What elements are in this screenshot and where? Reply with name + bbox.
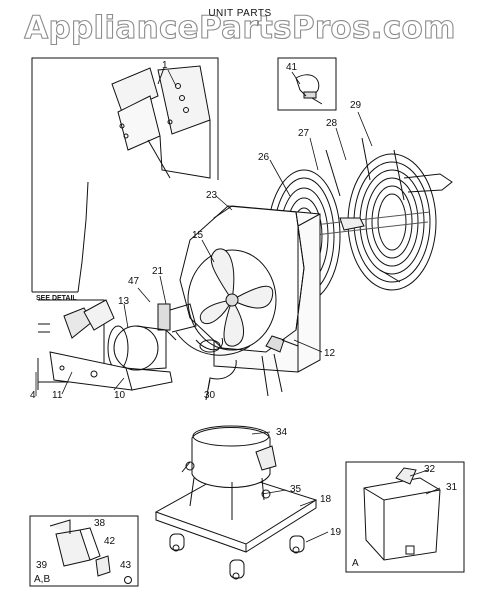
harness-inset xyxy=(277,57,337,111)
callout-18: 18 xyxy=(320,494,332,505)
callout-43: 43 xyxy=(120,560,132,571)
callout-47: 47 xyxy=(128,276,140,287)
see-detail-label: SEE DETAIL xyxy=(36,295,77,302)
compressor xyxy=(181,425,277,520)
control-housing-part xyxy=(111,65,211,179)
callout-19: 19 xyxy=(330,527,342,538)
callout-29: 29 xyxy=(350,100,362,111)
callout-41: 41 xyxy=(286,62,298,73)
callout-27: 27 xyxy=(298,128,310,139)
callout-10: 10 xyxy=(114,390,126,401)
callout-23: 23 xyxy=(206,190,218,201)
callout-42: 42 xyxy=(104,536,116,547)
callout-35: 35 xyxy=(290,484,302,495)
callout-38: 38 xyxy=(94,518,106,529)
inset-a-box xyxy=(345,461,465,573)
callout-39: 39 xyxy=(36,560,48,571)
callout-31: 31 xyxy=(446,482,458,493)
callout-1: 1 xyxy=(162,60,168,71)
callout-34: 34 xyxy=(276,427,288,438)
fan-motor-assembly xyxy=(157,303,299,401)
capacitor-assembly xyxy=(37,299,177,391)
callout-26: 26 xyxy=(258,152,270,163)
leader-lines xyxy=(35,69,441,543)
inset-ab-box xyxy=(29,515,139,587)
detail-frame xyxy=(31,57,219,293)
fan-blade xyxy=(187,248,277,351)
callout-4: 4 xyxy=(30,390,36,401)
callout-13: 13 xyxy=(118,296,130,307)
variant-label-ab: A,B xyxy=(34,574,51,585)
site-watermark: AppliancePartsPros.com xyxy=(24,9,456,46)
callout-11: 11 xyxy=(52,390,63,401)
callout-12: 12 xyxy=(324,348,336,359)
callout-15: 15 xyxy=(192,230,204,241)
callout-28: 28 xyxy=(326,118,338,129)
callout-32: 32 xyxy=(424,464,436,475)
variant-label-a: A xyxy=(352,558,359,569)
callout-21: 21 xyxy=(152,266,164,277)
diagram-title: UNIT PARTS xyxy=(208,8,272,19)
callout-30: 30 xyxy=(204,390,216,401)
